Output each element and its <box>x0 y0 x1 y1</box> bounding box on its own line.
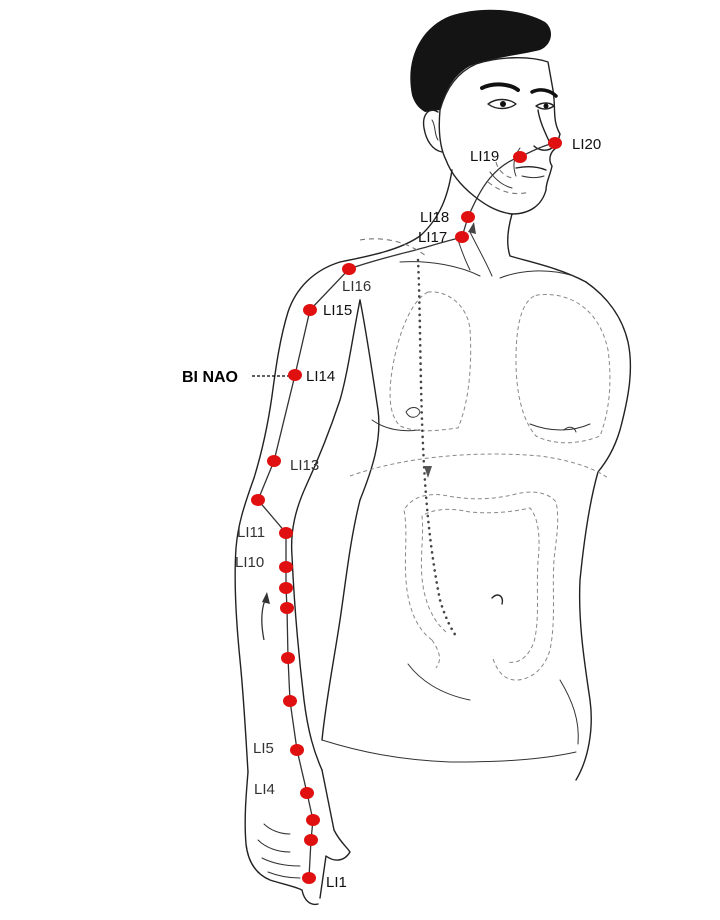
acupoint-label-li10: LI10 <box>235 554 264 571</box>
acupoint-li18 <box>461 211 475 223</box>
acupoint-label-li19: LI19 <box>470 148 499 165</box>
acupoint-label-li15: LI15 <box>323 302 352 319</box>
acupoint-li15 <box>303 304 317 316</box>
acupoint-label-li20: LI20 <box>572 136 601 153</box>
acupoint-li7 <box>281 652 295 664</box>
hand-illustration <box>244 769 351 906</box>
acupoint-li17 <box>455 231 469 243</box>
acupoint-li8 <box>280 602 294 614</box>
acupoint-li16 <box>342 263 356 275</box>
acupoint-label-li18: LI18 <box>420 209 449 226</box>
acupoint-label-li13: LI13 <box>290 457 319 474</box>
point-labels-layer: LI20LI19LI18LI17LI16LI15LI14LI13LI11LI10… <box>235 136 601 891</box>
acupoint-li14 <box>288 369 302 381</box>
acupoint-li2 <box>304 834 318 846</box>
acupoint-label-li1: LI1 <box>326 874 347 891</box>
torso-illustration <box>234 169 632 781</box>
head-illustration <box>410 9 561 215</box>
acupoint-li3 <box>306 814 320 826</box>
acupoint-li9 <box>279 582 293 594</box>
acupoint-label-li5: LI5 <box>253 740 274 757</box>
acupoint-li5 <box>290 744 304 756</box>
acupoint-li1 <box>302 872 316 884</box>
acupoint-li10 <box>279 561 293 573</box>
bi-nao-label: BI NAO <box>182 369 238 386</box>
acupoint-label-li16: LI16 <box>342 278 371 295</box>
acupoint-li12 <box>251 494 265 506</box>
acupoint-li11 <box>279 527 293 539</box>
meridian-path <box>257 142 555 879</box>
acupoint-li19 <box>513 151 527 163</box>
acupoint-label-li17: LI17 <box>418 229 447 246</box>
acupoints-layer <box>251 137 562 884</box>
acupoint-li13 <box>267 455 281 467</box>
acupoint-li6 <box>283 695 297 707</box>
acupoint-label-li11: LI11 <box>237 524 265 541</box>
acupoint-li4 <box>300 787 314 799</box>
acupoint-label-li4: LI4 <box>254 781 275 798</box>
acupoint-li20 <box>548 137 562 149</box>
acupoint-label-li14: LI14 <box>306 368 335 385</box>
